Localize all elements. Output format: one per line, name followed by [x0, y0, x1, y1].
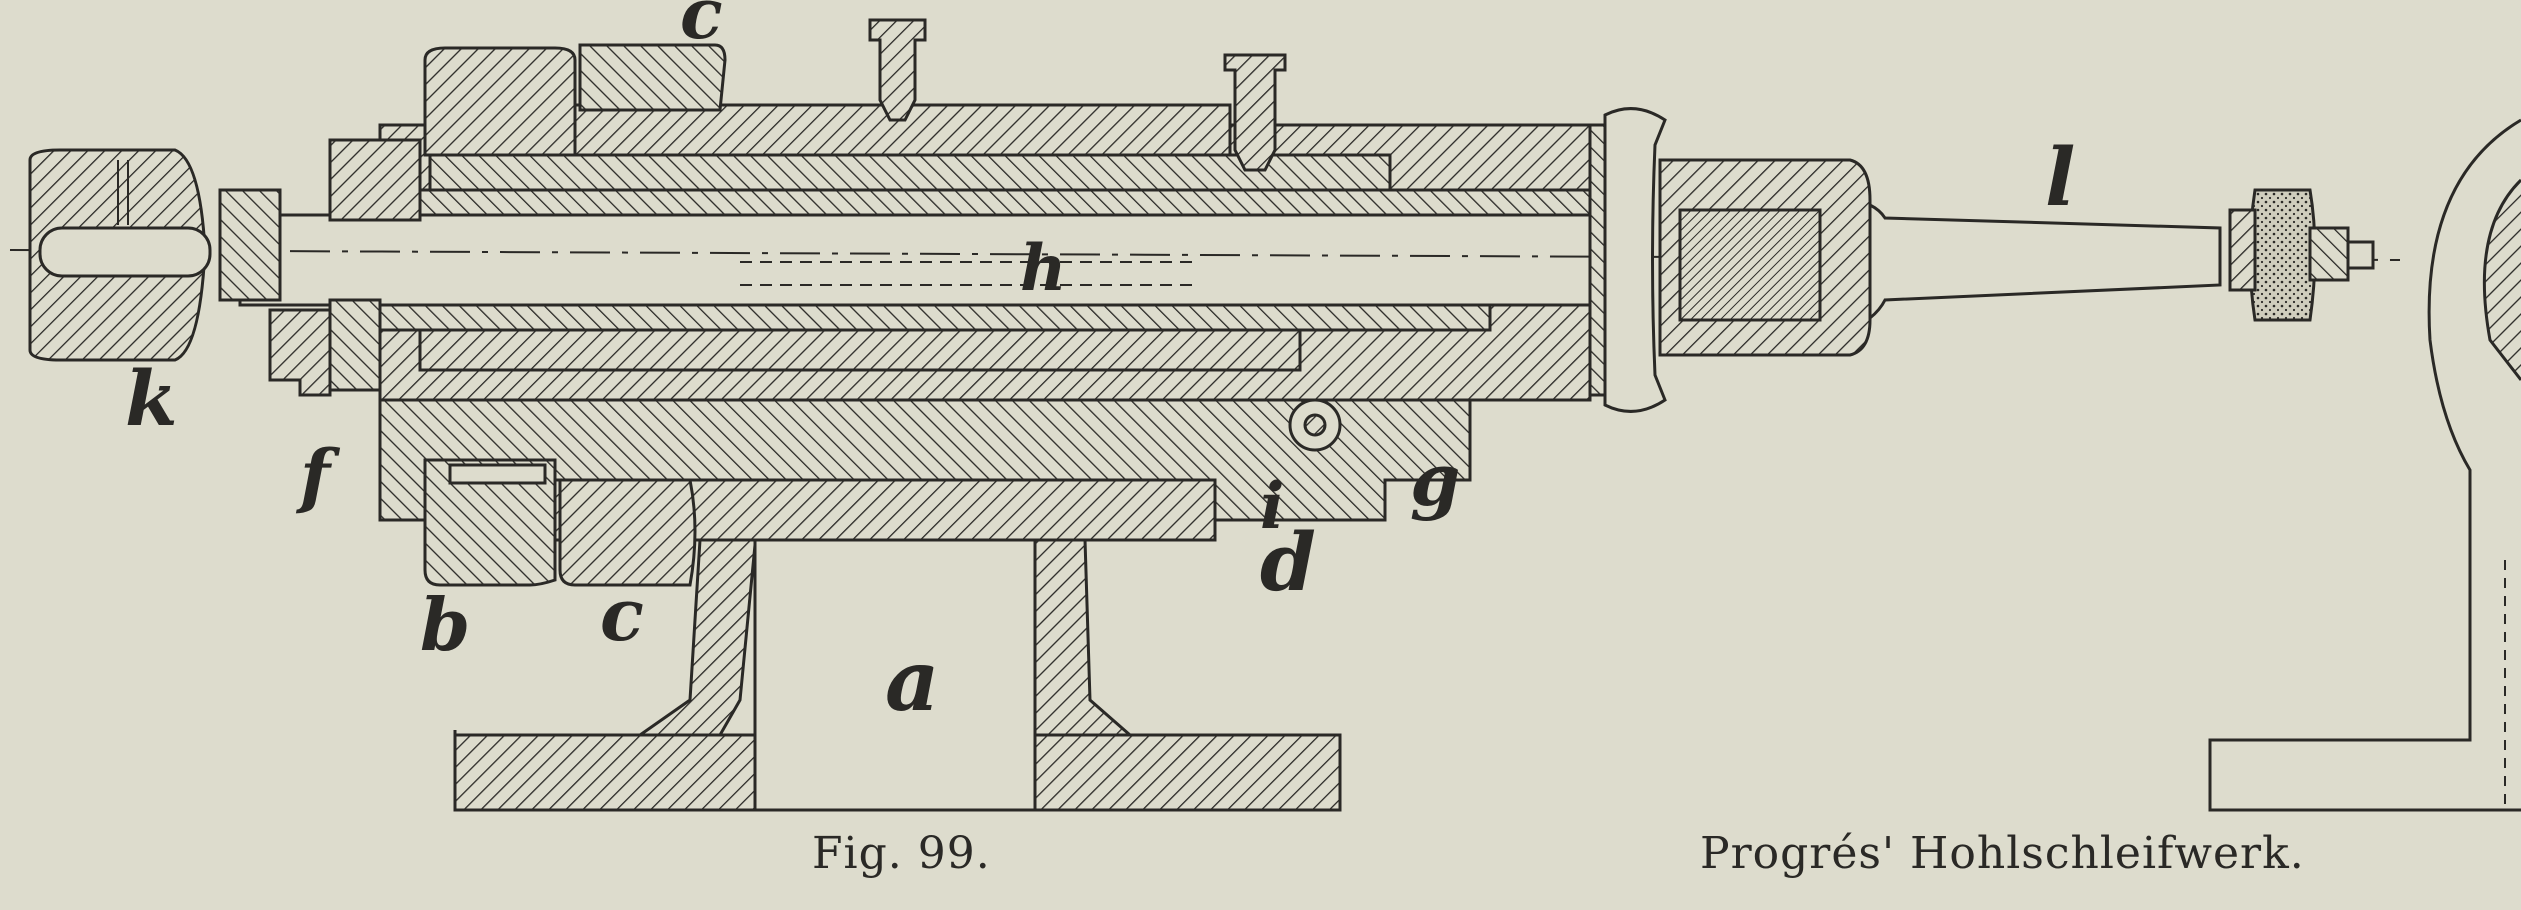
spindle-bore: [238, 213, 1622, 307]
handwheel-hub: [38, 226, 212, 278]
left-bearing-ring: [218, 188, 282, 302]
label-b: b: [420, 582, 470, 667]
bushing-lower: [378, 303, 1492, 332]
grinding-wheel: [2248, 188, 2317, 322]
label-c-top: c: [680, 0, 723, 55]
bell-rim: [1603, 107, 1667, 413]
label-d: d: [1260, 515, 1316, 609]
bushing-upper: [328, 188, 1592, 217]
pin-g-inner: [1303, 413, 1327, 437]
pulley-bottom-b: [423, 458, 557, 587]
oil-cup-right: [1223, 53, 1287, 172]
label-g: g: [1410, 437, 1460, 522]
pulley-bottom-c: [558, 478, 697, 587]
top-rail-lower: [428, 153, 1392, 197]
pulley-key: [448, 463, 547, 485]
pulley-top-left: [423, 46, 577, 157]
wheel-nut-tip: [2346, 240, 2375, 270]
figure-title-caption: Progrés' Hohlschleifwerk.: [1700, 828, 2305, 879]
left-end-cap-low: [328, 298, 382, 392]
pulley-top-right: [578, 43, 727, 112]
thread-core: [1678, 208, 1822, 322]
stand-core-a: [753, 538, 1037, 812]
label-c-bottom: c: [600, 572, 644, 657]
label-l: l: [2045, 130, 2075, 224]
tailstock-inner: [2482, 178, 2521, 381]
tailstock-arc: [2208, 118, 2521, 812]
oil-cup-left: [868, 18, 927, 122]
label-k: k: [125, 354, 178, 443]
label-f: f: [295, 434, 341, 517]
label-h: h: [1020, 231, 1067, 306]
left-nut-f: [268, 308, 332, 397]
handwheel-thread: [117, 160, 129, 225]
label-i: i: [1260, 469, 1284, 544]
arbor-l: [1868, 202, 2222, 322]
figure-number-caption: Fig. 99.: [812, 828, 991, 879]
label-a: a: [885, 631, 939, 730]
wheel-flange: [2228, 208, 2257, 292]
wheel-nut: [2308, 226, 2350, 282]
spindle-dashed-key: [740, 261, 1200, 286]
left-end-cap: [328, 138, 422, 222]
bushing-lower-2: [418, 328, 1302, 372]
stand-right-web: [1033, 538, 1134, 737]
